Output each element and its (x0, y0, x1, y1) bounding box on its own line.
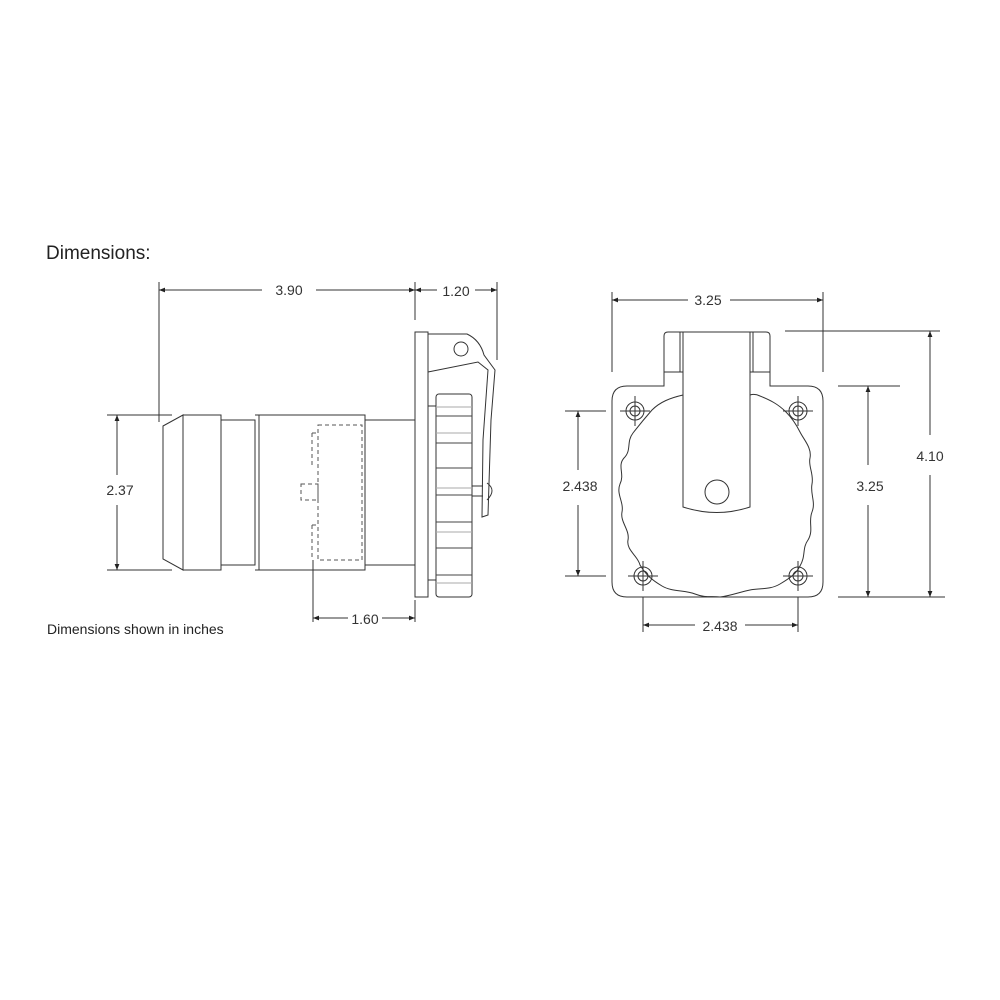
dim-flange-depth: 1.60 (351, 611, 378, 627)
dim-hole-spacing-vertical: 2.438 (562, 478, 597, 494)
dim-plate-height: 3.25 (856, 478, 883, 494)
dim-overall-height: 4.10 (916, 448, 943, 464)
diagram-title: Dimensions: (46, 243, 151, 264)
dim-body-diameter: 2.37 (106, 482, 133, 498)
units-note: Dimensions shown in inches (47, 621, 224, 637)
dim-flange-to-cover: 1.20 (442, 283, 469, 299)
side-view (107, 282, 498, 622)
dim-hole-spacing-horizontal: 2.438 (702, 618, 737, 634)
front-view (565, 292, 945, 632)
dim-overall-length: 3.90 (275, 282, 302, 298)
dim-plate-width: 3.25 (694, 292, 721, 308)
